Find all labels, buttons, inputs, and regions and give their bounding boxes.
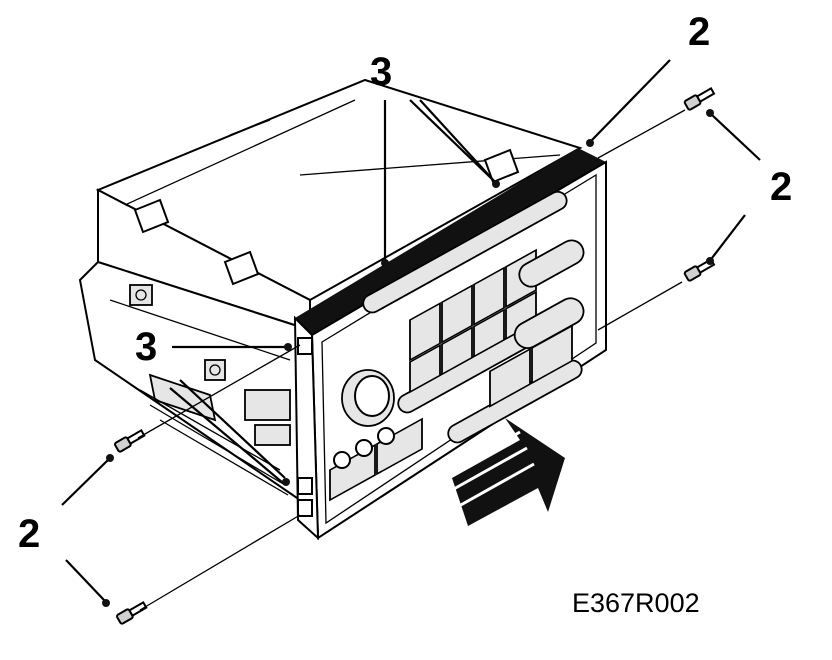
callout-3-top: 3 — [370, 50, 392, 94]
radio-housing — [78, 78, 583, 502]
callout-2-top-right: 2 — [688, 10, 710, 54]
callout-3-left: 3 — [135, 325, 157, 369]
callout-2-right: 2 — [770, 165, 792, 209]
callout-2-left: 2 — [18, 512, 40, 556]
figure-id: E367R002 — [572, 588, 700, 618]
removal-arrow-icon — [444, 418, 565, 526]
screw-icon — [114, 87, 716, 625]
volume-knob — [341, 369, 395, 427]
radio-faceplate — [293, 148, 607, 541]
